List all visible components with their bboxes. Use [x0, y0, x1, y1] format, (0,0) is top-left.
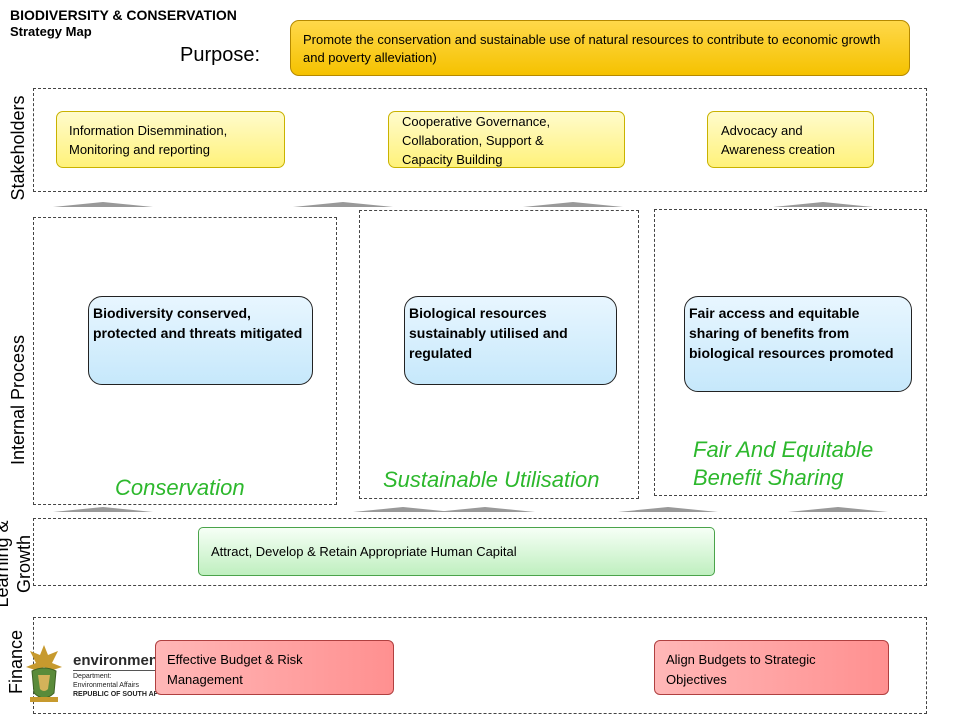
- stakeholder-objective-line: Awareness creation: [721, 142, 835, 157]
- finance-objective-budget-risk: Effective Budget & Risk Management: [155, 640, 394, 695]
- theme-conservation: Conservation: [115, 475, 245, 500]
- theme-sustainable-utilisation: Sustainable Utilisation: [383, 467, 600, 492]
- purpose-label: Purpose:: [180, 44, 261, 66]
- theme-fair-line1: Fair And Equitable: [693, 437, 874, 462]
- logo-text: Department: Environmental Affairs REPUBL…: [73, 672, 157, 700]
- up-arrow-icon: [523, 202, 623, 207]
- stakeholders-region: [33, 88, 927, 192]
- theme-fair-line2: Benefit Sharing: [693, 465, 844, 490]
- stakeholder-objective-line: Monitoring and reporting: [69, 142, 210, 157]
- up-arrow-icon: [773, 202, 873, 207]
- process-objective-biological-resources: Biological resources sustainably utilise…: [404, 296, 617, 385]
- logo-line1: Department:: [73, 673, 112, 680]
- perspective-learning-line1: Learning &: [0, 520, 12, 608]
- perspective-learning-line2: Growth: [14, 534, 34, 594]
- up-arrow-icon: [788, 507, 888, 512]
- perspective-learning-growth: Learning & Growth: [0, 519, 35, 609]
- stakeholder-objective-information: Information Disemmination, Monitoring an…: [56, 111, 285, 168]
- up-arrow-icon: [53, 202, 153, 207]
- process-objective-biodiversity-conserved: Biodiversity conserved, protected and th…: [88, 296, 313, 385]
- learning-objective-human-capital: Attract, Develop & Retain Appropriate Hu…: [198, 527, 715, 576]
- logo-divider: [73, 670, 157, 671]
- perspective-stakeholders: Stakeholders: [8, 95, 28, 201]
- stakeholder-objective-advocacy: Advocacy and Awareness creation: [707, 111, 874, 168]
- finance-objective-align-budgets: Align Budgets to Strategic Objectives: [654, 640, 889, 695]
- stakeholder-objective-line: Collaboration, Support &: [402, 133, 544, 148]
- stakeholder-objective-line: Cooperative Governance,: [402, 114, 551, 129]
- stakeholder-objective-line: Information Disemmination,: [69, 123, 228, 138]
- stakeholder-objective-line: Advocacy and: [721, 123, 803, 138]
- perspective-internal-process: Internal Process: [8, 334, 28, 466]
- logo-line2: Environmental Affairs: [73, 682, 140, 689]
- up-arrow-icon: [293, 202, 393, 207]
- up-arrow-icon: [435, 507, 535, 512]
- coat-of-arms-icon: [24, 641, 64, 705]
- logo-environment-word: environment: [73, 652, 164, 669]
- stakeholder-objective-cooperative: Cooperative Governance, Collaboration, S…: [388, 111, 625, 168]
- process-column-conservation: [33, 217, 337, 505]
- process-column-sustainable: [359, 210, 639, 499]
- up-arrow-icon: [618, 507, 718, 512]
- theme-fair-benefit-sharing: Fair And Equitable Benefit Sharing: [693, 436, 873, 492]
- up-arrow-icon: [353, 507, 453, 512]
- purpose-box: Promote the conservation and sustainable…: [290, 20, 910, 76]
- process-column-benefit-sharing: [654, 209, 927, 496]
- diagram-title: BIODIVERSITY & CONSERVATION: [10, 7, 237, 23]
- logo-line3: REPUBLIC OF SOUTH AFRICA: [73, 691, 157, 698]
- learning-region: [33, 518, 927, 586]
- stakeholder-objective-line: Capacity Building: [402, 152, 503, 167]
- up-arrow-icon: [53, 507, 153, 512]
- diagram-subtitle: Strategy Map: [10, 24, 92, 39]
- process-objective-fair-access: Fair access and equitable sharing of ben…: [684, 296, 912, 392]
